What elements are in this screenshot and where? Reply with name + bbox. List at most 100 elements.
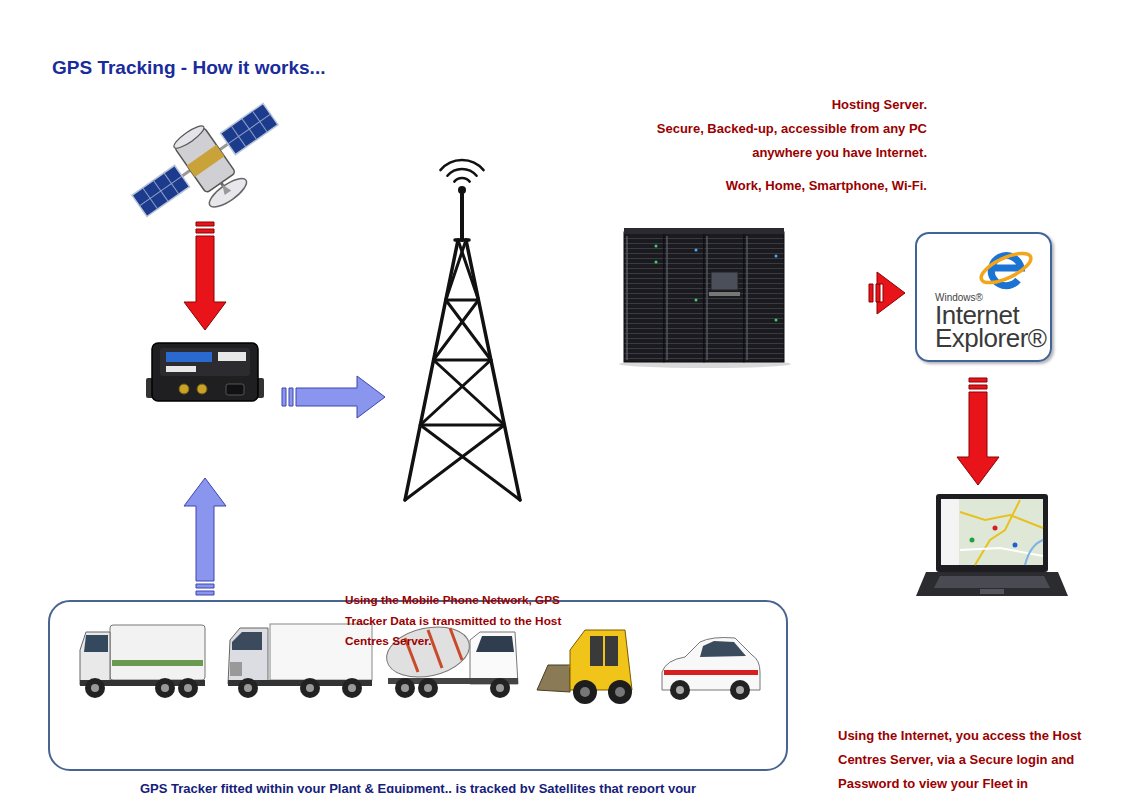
tower-picture-part <box>420 425 520 500</box>
browser-logo-mark-part <box>977 248 1034 289</box>
block-arrow <box>184 478 226 581</box>
box-text: Internet Explorer® <box>935 304 1047 350</box>
tower-picture <box>405 160 520 500</box>
laptop-picture-part <box>980 589 1004 594</box>
skid-loader-part <box>608 680 632 704</box>
flow-arrow <box>282 376 385 418</box>
flow-arrow <box>957 378 999 485</box>
laptop-picture <box>916 494 1068 596</box>
server-picture-part <box>744 232 784 362</box>
lorry-part <box>244 684 252 692</box>
laptop-picture-part <box>960 512 1043 528</box>
car <box>662 638 760 701</box>
arrow-tail-stripe <box>869 284 873 302</box>
cement-mixer-part <box>418 678 438 698</box>
satellite-picture-part <box>220 103 278 154</box>
arrow-tail-stripe <box>969 385 987 389</box>
server-picture-part <box>704 232 744 362</box>
tower-picture-part <box>434 360 505 425</box>
server-picture-part <box>666 236 668 360</box>
laptop-node: Using the Internet, you access the Host … <box>914 490 1092 712</box>
flow-arrow <box>184 222 226 330</box>
tracker-picture-part <box>218 352 246 361</box>
server-picture-part <box>664 232 704 362</box>
laptop-picture-part <box>941 499 959 565</box>
cement-mixer-part <box>496 684 504 692</box>
lorry-part <box>306 684 314 692</box>
server-picture-part <box>746 236 748 360</box>
car-part <box>670 680 690 700</box>
tracker-picture-part <box>166 352 212 362</box>
cement-mixer-part <box>450 628 462 660</box>
garbage-truck-part <box>112 660 203 666</box>
caption-block: Hosting Server.Secure, Backed-up, access… <box>637 93 927 198</box>
lorry-part <box>348 684 356 692</box>
tower-picture-part <box>458 240 479 300</box>
box-text: Windows® <box>935 292 1042 304</box>
tower-picture-part <box>446 299 479 302</box>
skid-loader-part <box>615 687 625 697</box>
tower-picture-part <box>434 300 479 360</box>
satellite-picture-part <box>171 123 206 152</box>
tower-picture-part <box>420 360 491 425</box>
tracker-picture <box>146 343 264 401</box>
arrow-tail-stripe <box>969 378 987 382</box>
cement-mixer-part <box>424 684 432 692</box>
server-picture-part <box>775 255 778 258</box>
server-picture-part <box>706 236 708 360</box>
car-part <box>730 680 750 700</box>
flow-arrow <box>184 478 226 595</box>
garbage-truck-part <box>110 625 205 680</box>
laptop-picture-part <box>975 500 1020 565</box>
tracker-picture-part <box>226 384 244 395</box>
arrow-tail-stripe <box>196 584 214 588</box>
skid-loader-part <box>580 687 590 697</box>
garbage-truck-part <box>85 678 105 698</box>
tower-picture-part <box>454 178 469 182</box>
browser-logo-mark <box>977 248 1034 289</box>
laptop-picture-part <box>941 499 1043 565</box>
satellite-picture <box>121 87 299 245</box>
tracker-picture-part <box>179 384 189 394</box>
satellite-picture-part <box>187 145 225 177</box>
caption-text: Work, Home, Smartphone, Wi-Fi. <box>637 174 927 198</box>
garbage-truck <box>80 625 205 698</box>
server-picture-part <box>626 236 628 360</box>
flow-arrow <box>869 272 905 314</box>
caption-block: Using the Internet, you access the Host … <box>838 724 1088 793</box>
block-arrow <box>957 392 999 485</box>
cement-mixer-part <box>490 678 510 698</box>
arrow-tail-stripe <box>196 222 214 226</box>
skid-loader-part <box>573 680 597 704</box>
tower-picture-part <box>460 194 464 240</box>
laptop-picture-part <box>936 494 1048 572</box>
garbage-truck-part <box>155 678 175 698</box>
garbage-truck-part <box>80 632 110 685</box>
arrow-tail-stripe <box>876 284 880 302</box>
tower-picture-part <box>440 160 483 170</box>
lorry-part <box>230 662 242 676</box>
tower-node: Using the Mobile Phone Network, GPS Trac… <box>400 160 609 584</box>
tracker-picture-part <box>166 366 196 372</box>
satellite-node <box>140 110 270 212</box>
cement-mixer-part <box>476 636 514 652</box>
laptop-picture-part <box>970 538 975 543</box>
diagram-title: GPS Tracking - How it works... <box>52 57 325 79</box>
caption-block: Using the Mobile Phone Network, GPS Trac… <box>345 590 605 652</box>
caption-text: Using the Internet, you access the Host … <box>838 724 1088 793</box>
server-picture-part <box>624 228 784 234</box>
arrow-tail-stripe <box>196 229 214 233</box>
caption-text: Hosting Server. <box>637 93 927 117</box>
garbage-truck-part <box>178 678 198 698</box>
lorry-part <box>270 624 372 680</box>
cement-mixer-part <box>470 632 518 684</box>
tower-picture-part <box>447 169 476 176</box>
caption-text: Secure, Backed-up, accessible from any P… <box>637 117 927 165</box>
laptop-picture-part <box>916 572 1068 596</box>
laptop-picture-part <box>1025 540 1043 565</box>
satellite-picture-part <box>219 182 231 195</box>
server-picture-part <box>711 272 738 290</box>
cement-mixer-part <box>401 684 409 692</box>
server-picture-part <box>695 249 698 252</box>
